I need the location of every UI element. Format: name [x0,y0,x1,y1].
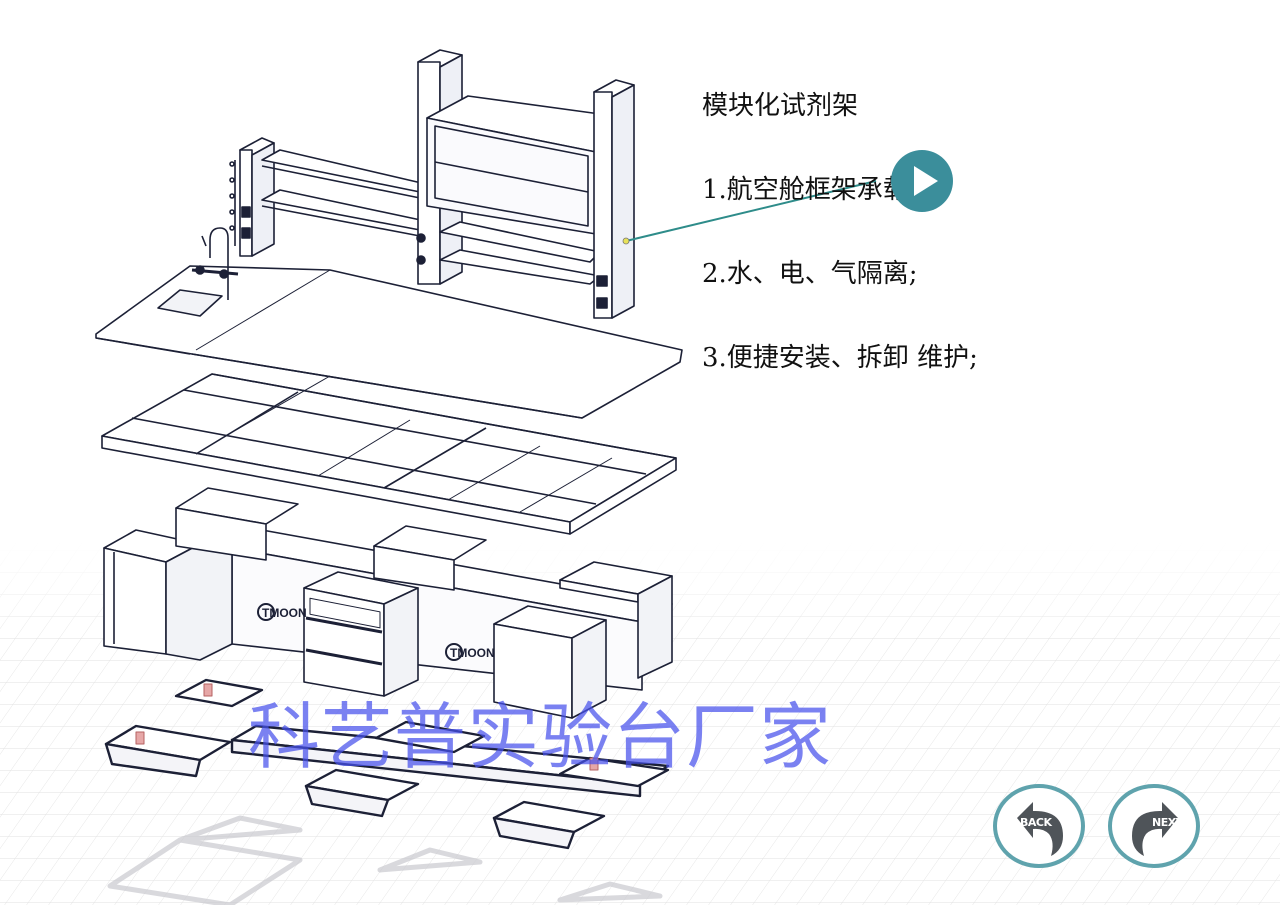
side-hooks [229,160,236,246]
reagent-shelf [229,49,635,319]
base-plinth [104,678,670,850]
annotation-title: 模块化试剂架 [702,91,859,121]
feature-annotation: 模块化试剂架 1.航空舱框架承载; 2.水、电、气隔离; 3.便捷安装、拆卸 维… [702,36,978,400]
sink-basin [157,289,223,317]
annotation-point-3: 3.便捷安装、拆卸 维护; [702,343,978,373]
svg-text:TMOON: TMOON [262,606,307,620]
watermark-text: 科艺普实验台厂家 [248,695,833,779]
annotation-point-1: 1.航空舱框架承载; [702,175,918,205]
back-arrow-icon [993,784,1085,868]
drawer-cabinet [303,571,419,697]
reflection [107,815,663,905]
glass-cabinet [426,95,601,235]
back-button[interactable]: BACK [993,784,1087,868]
back-label: BACK [1020,816,1052,829]
play-button[interactable] [891,150,953,212]
next-arrow-icon [1108,784,1200,868]
svg-text:TMOON: TMOON [450,646,495,660]
faucet [191,227,239,300]
brand-logo-right: TMOON [445,643,495,661]
support-frame [101,373,677,535]
next-label: NEXT [1152,816,1183,829]
callout-line [622,180,877,245]
next-button[interactable]: NEXT [1108,784,1202,868]
annotation-point-2: 2.水、电、气隔离; [702,259,918,289]
brand-logo-left: TMOON [257,603,307,621]
play-icon [914,166,938,196]
countertop [95,227,683,419]
base-cabinets [103,487,673,719]
